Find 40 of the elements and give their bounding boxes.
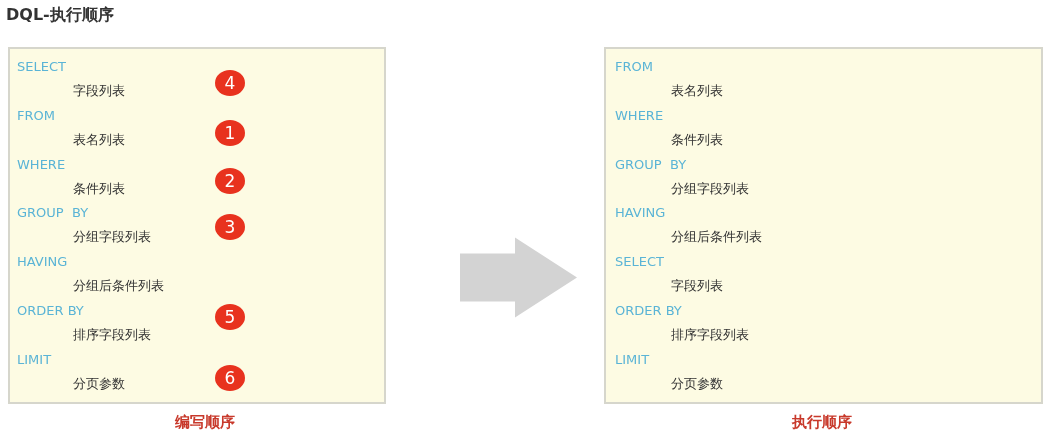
- sql-keyword: SELECT: [17, 59, 66, 75]
- clause-text: 表名列表: [671, 83, 723, 99]
- arrow: [460, 237, 577, 318]
- sql-keyword: ORDER BY: [615, 303, 682, 319]
- clause-text: 表名列表: [73, 131, 125, 148]
- code-box: [604, 47, 1043, 404]
- sql-keyword: HAVING: [17, 254, 68, 271]
- step-number: 5: [215, 304, 245, 330]
- sql-keyword: GROUP BY: [17, 205, 89, 222]
- sql-keyword: LIMIT: [615, 351, 650, 368]
- step-number: 3: [215, 214, 245, 240]
- clause-text: 排序字段列表: [73, 327, 151, 343]
- step-number: 1: [215, 120, 245, 146]
- sql-keyword: FROM: [17, 107, 55, 124]
- sql-keyword: LIMIT: [17, 351, 52, 368]
- step-number: 6: [215, 365, 245, 391]
- sql-keyword: HAVING: [615, 205, 666, 222]
- title: DQL-执行顺序: [6, 5, 114, 26]
- node-label: 编写顺序: [175, 413, 235, 432]
- sql-keyword: WHERE: [615, 107, 664, 124]
- clause-text: 分页参数: [671, 375, 723, 392]
- clause-text: 条件列表: [73, 180, 125, 197]
- node-label: 执行顺序: [792, 413, 852, 432]
- step-number: 2: [215, 168, 245, 194]
- clause-text: 分组字段列表: [671, 180, 749, 197]
- clause-text: 分组字段列表: [73, 229, 151, 246]
- sql-keyword: GROUP BY: [615, 156, 687, 173]
- clause-text: 排序字段列表: [671, 327, 749, 343]
- clause-text: 分页参数: [73, 375, 125, 392]
- step-number: 4: [215, 70, 245, 96]
- clause-text: 字段列表: [671, 278, 723, 295]
- sql-keyword: ORDER BY: [17, 303, 84, 319]
- clause-text: 分组后条件列表: [73, 278, 164, 295]
- sql-keyword: FROM: [615, 59, 653, 75]
- sql-keyword: WHERE: [17, 156, 66, 173]
- code-box: [8, 47, 386, 404]
- clause-text: 字段列表: [73, 83, 125, 99]
- clause-text: 分组后条件列表: [671, 229, 762, 246]
- clause-text: 条件列表: [671, 131, 723, 148]
- sql-keyword: SELECT: [615, 254, 664, 271]
